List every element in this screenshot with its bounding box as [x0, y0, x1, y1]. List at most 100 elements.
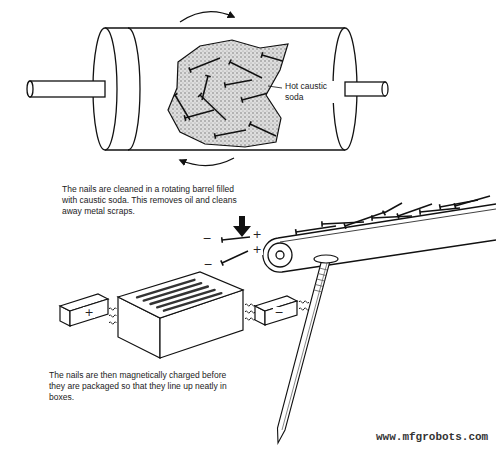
nail-head	[184, 115, 185, 120]
barrel-ring	[128, 28, 140, 150]
charge-sign: +	[251, 229, 262, 240]
conveyor	[263, 204, 496, 272]
nail-grip	[317, 279, 325, 281]
roller-hub	[276, 251, 284, 259]
nail-grip	[318, 274, 326, 276]
nail	[262, 55, 286, 62]
nail	[296, 226, 336, 232]
nail-head	[295, 229, 297, 235]
nail-head	[249, 121, 251, 126]
belt-edge	[280, 209, 496, 242]
tray-slot	[164, 293, 221, 311]
nail-head	[371, 215, 373, 221]
roller	[268, 243, 292, 267]
rotation-arrow	[180, 12, 234, 22]
down-arrow	[233, 216, 251, 237]
field-line	[299, 308, 309, 311]
barrel-edge	[105, 27, 345, 28]
belt	[263, 204, 496, 272]
nail	[215, 130, 246, 136]
part-label: Hot caustic soda	[285, 81, 337, 103]
charge-sign: −	[202, 259, 213, 270]
nail-head	[419, 209, 421, 215]
nail-head	[344, 223, 346, 228]
rotation-arrow	[180, 158, 234, 166]
barrel-body	[105, 28, 345, 150]
field-line	[299, 301, 309, 304]
nail-grip	[314, 268, 328, 292]
nail-head	[241, 97, 242, 102]
nail-head	[397, 213, 399, 218]
nail-head	[198, 93, 202, 97]
nail	[190, 58, 220, 70]
step-caption: The nails are cleaned in a rotating barr…	[62, 184, 240, 217]
pole-sign: −	[273, 307, 284, 318]
field-line	[245, 311, 255, 314]
large-nail	[278, 255, 339, 443]
nail-head	[314, 255, 338, 263]
tray-top	[118, 272, 243, 318]
nail	[455, 196, 490, 206]
field-line	[109, 308, 117, 311]
field-line	[245, 318, 255, 321]
nail	[345, 212, 385, 226]
nail	[222, 251, 248, 263]
field-lines	[109, 301, 309, 325]
nail	[175, 95, 190, 120]
leader-line	[268, 86, 282, 88]
shaft	[345, 82, 385, 96]
barrel	[27, 28, 388, 150]
field-line	[109, 315, 117, 318]
nail	[372, 216, 412, 218]
charge-sign: +	[251, 244, 262, 255]
rotation-arrows	[180, 12, 234, 166]
charged-nail	[221, 237, 250, 266]
magnet-side	[70, 299, 108, 326]
nail	[185, 110, 214, 118]
nail	[202, 76, 208, 100]
nail	[398, 204, 432, 216]
nail-shank	[278, 259, 331, 443]
charge-sign: −	[201, 233, 212, 244]
nail-head	[383, 211, 386, 216]
nail	[225, 80, 252, 85]
shaft-end	[27, 81, 33, 97]
nail-grip	[315, 284, 323, 286]
magnet	[255, 296, 297, 325]
magnet	[60, 294, 108, 326]
shaft-end	[382, 82, 388, 96]
nail	[230, 62, 262, 78]
tray-slot	[137, 280, 221, 311]
field-line	[245, 304, 255, 307]
nail-grip	[320, 268, 328, 270]
nails-in-barrel	[173, 52, 286, 138]
cutaway	[168, 40, 288, 147]
shaft	[30, 81, 105, 97]
magnet-side	[265, 301, 297, 325]
nail-head	[189, 67, 191, 72]
nails-on-belt	[296, 196, 490, 235]
arrow-shaft	[239, 216, 245, 227]
nail	[200, 95, 226, 120]
nail-head	[214, 133, 215, 138]
nail	[222, 237, 250, 240]
watermark: www.mfgrobots.com	[376, 430, 488, 444]
nail-head	[221, 260, 223, 265]
nail	[250, 124, 276, 136]
nail-head	[229, 59, 232, 64]
nail-head	[205, 75, 210, 76]
pole-sign: +	[83, 307, 94, 318]
nail-head	[439, 204, 440, 210]
nail-head	[454, 203, 456, 208]
nail-head	[321, 221, 323, 227]
barrel-edge	[105, 149, 345, 150]
nail-shading	[282, 263, 327, 430]
nail	[384, 203, 402, 213]
nail-head	[221, 237, 223, 243]
nail-grip	[314, 290, 322, 292]
nail-head	[224, 82, 225, 88]
tray	[118, 272, 243, 358]
nail	[242, 92, 272, 100]
arrow-head	[233, 226, 251, 237]
